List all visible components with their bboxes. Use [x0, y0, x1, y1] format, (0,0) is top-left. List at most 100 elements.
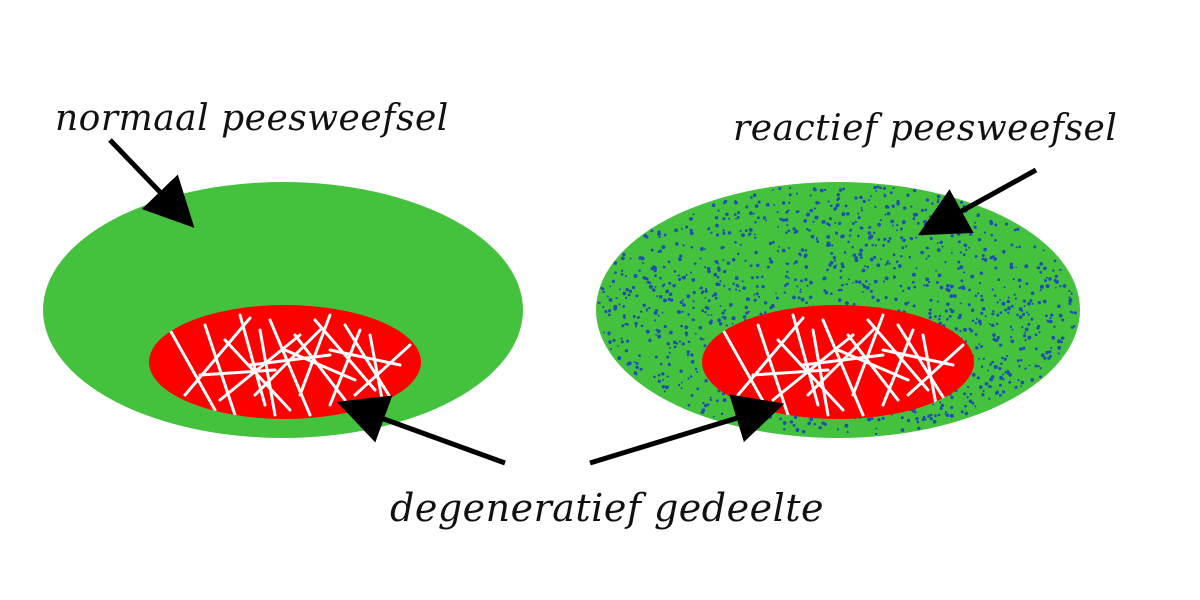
- reactive-cell-dot: [747, 310, 750, 313]
- reactive-cell-dot: [692, 213, 695, 216]
- reactive-cell-dot: [845, 301, 849, 305]
- reactive-cell-dot: [870, 195, 872, 198]
- reactive-cell-dot: [974, 332, 978, 336]
- reactive-cell-dot: [896, 229, 898, 232]
- reactive-cell-dot: [624, 322, 627, 326]
- reactive-cell-dot: [744, 259, 747, 262]
- reactive-cell-dot: [639, 367, 643, 371]
- reactive-cell-dot: [959, 251, 963, 254]
- reactive-cell-dot: [710, 231, 713, 234]
- reactive-cell-dot: [720, 412, 724, 416]
- reactive-cell-dot: [1024, 367, 1027, 370]
- reactive-cell-dot: [648, 281, 652, 285]
- reactive-cell-dot: [810, 234, 815, 239]
- reactive-cell-dot: [702, 338, 705, 341]
- reactive-cell-dot: [1070, 292, 1073, 295]
- reactive-cell-dot: [916, 221, 920, 225]
- reactive-cell-dot: [763, 301, 768, 305]
- reactive-cell-dot: [714, 296, 718, 300]
- reactive-cell-dot: [1016, 227, 1020, 231]
- reactive-cell-dot: [1009, 336, 1013, 339]
- reactive-cell-dot: [931, 202, 934, 205]
- reactive-cell-dot: [830, 251, 834, 255]
- reactive-cell-dot: [704, 378, 708, 383]
- reactive-cell-dot: [992, 309, 995, 313]
- reactive-cell-dot: [713, 272, 718, 277]
- reactive-cell-dot: [974, 405, 977, 408]
- reactive-cell-dot: [977, 237, 982, 242]
- reactive-cell-dot: [879, 219, 882, 222]
- reactive-cell-dot: [978, 343, 981, 346]
- reactive-cell-dot: [884, 204, 889, 209]
- reactive-cell-dot: [1006, 370, 1011, 375]
- reactive-cell-dot: [748, 227, 753, 232]
- reactive-cell-dot: [980, 311, 984, 315]
- reactive-cell-dot: [979, 344, 984, 349]
- reactive-cell-dot: [1050, 313, 1054, 317]
- reactive-cell-dot: [645, 309, 648, 312]
- reactive-cell-dot: [966, 395, 969, 399]
- reactive-cell-dot: [936, 242, 939, 245]
- reactive-cell-dot: [1058, 313, 1063, 318]
- reactive-cell-dot: [822, 276, 827, 281]
- reactive-cell-dot: [950, 405, 954, 410]
- reactive-cell-dot: [614, 271, 617, 275]
- reactive-cell-dot: [858, 252, 863, 257]
- label-degenerative-part: degeneratief gedeelte: [390, 486, 824, 530]
- reactive-cell-dot: [717, 389, 721, 393]
- reactive-cell-dot: [879, 186, 882, 190]
- reactive-cell-dot: [1020, 380, 1025, 385]
- reactive-cell-dot: [969, 232, 973, 236]
- reactive-cell-dot: [1003, 286, 1006, 289]
- reactive-cell-dot: [936, 194, 941, 199]
- reactive-cell-dot: [826, 241, 831, 246]
- reactive-cell-dot: [744, 305, 749, 310]
- reactive-cell-dot: [1001, 249, 1006, 254]
- collagen-fiber: [183, 316, 252, 397]
- reactive-cell-dot: [818, 426, 822, 430]
- reactive-cell-dot: [655, 308, 659, 312]
- reactive-cell-dot: [734, 413, 738, 416]
- reactive-cell-dot: [993, 257, 998, 261]
- reactive-cell-dot: [970, 329, 974, 333]
- reactive-cell-dot: [884, 296, 888, 300]
- reactive-cell-dot: [803, 253, 808, 258]
- reactive-cell-dot: [640, 324, 644, 328]
- reactive-cell-dot: [666, 375, 669, 378]
- reactive-cell-dot: [939, 285, 944, 290]
- reactive-cell-dot: [634, 372, 638, 376]
- reactive-cell-dot: [804, 265, 809, 269]
- reactive-cell-dot: [936, 300, 939, 303]
- reactive-cell-dot: [657, 314, 660, 317]
- reactive-cell-dot: [975, 346, 979, 350]
- reactive-cell-dot: [773, 204, 776, 206]
- reactive-cell-dot: [657, 373, 661, 377]
- reactive-cell-dot: [829, 260, 834, 265]
- reactive-cell-dot: [678, 340, 682, 343]
- reactive-cell-dot: [775, 292, 777, 295]
- reactive-cell-dot: [788, 246, 791, 250]
- reactive-cell-dot: [1049, 354, 1052, 358]
- reactive-cell-dot: [723, 309, 727, 312]
- reactive-cell-dot: [754, 236, 757, 239]
- reactive-cell-dot: [763, 311, 767, 314]
- reactive-cell-dot: [882, 186, 887, 190]
- reactive-cell-dot: [766, 265, 770, 269]
- collagen-fiber: [353, 343, 412, 397]
- reactive-cell-dot: [661, 372, 665, 376]
- reactive-cell-dot: [1031, 302, 1034, 305]
- reactive-cell-dot: [812, 220, 815, 223]
- reactive-cell-dot: [1002, 378, 1005, 381]
- reactive-cell-dot: [1004, 308, 1007, 312]
- reactive-cell-dot: [960, 279, 964, 283]
- reactive-cell-dot: [954, 327, 959, 331]
- reactive-cell-dot: [722, 259, 725, 262]
- reactive-cell-dot: [621, 324, 625, 328]
- reactive-cell-dot: [960, 200, 963, 204]
- reactive-cell-dot: [912, 188, 917, 193]
- reactive-cell-dot: [829, 217, 832, 221]
- reactive-cell-dot: [910, 205, 913, 208]
- reactive-cell-dot: [689, 216, 693, 221]
- reactive-cell-dot: [1024, 338, 1027, 342]
- collagen-fiber: [198, 368, 277, 377]
